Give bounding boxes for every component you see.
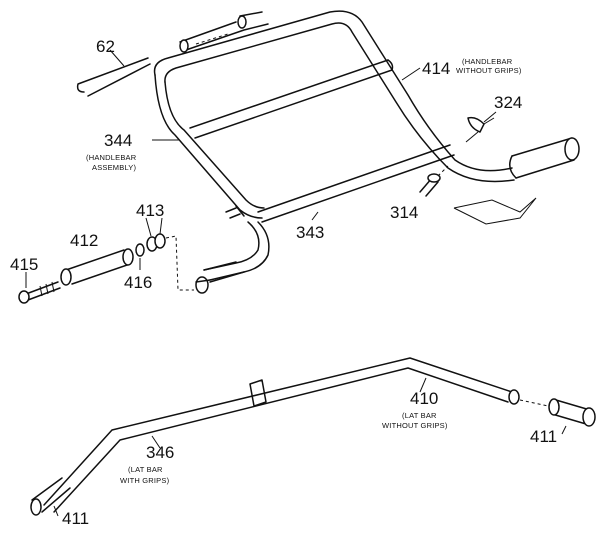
handlebar-tube-inner: [164, 22, 515, 183]
label-410: 410: [410, 389, 438, 408]
lower-crossbar-343: [257, 144, 455, 223]
lat-bar-clamp: [249, 379, 267, 407]
grip-412-end: [122, 248, 134, 266]
label-410-caption-2: WITHOUT GRIPS): [382, 421, 448, 430]
right-grip-414: [511, 137, 575, 179]
floor-sketch: [453, 197, 537, 225]
handlebar-left-leg: [154, 74, 263, 219]
lat-bar-left-grip-end: [30, 498, 42, 516]
label-346-caption-1: (LAT BAR: [128, 465, 163, 474]
label-413: 413: [136, 201, 164, 220]
label-346-caption-2: WITH GRIPS): [120, 476, 170, 485]
label-411-right: 411: [530, 427, 557, 446]
label-414-caption-2: WITHOUT GRIPS): [456, 66, 522, 75]
label-414: 414: [422, 59, 450, 78]
knob-324: [467, 116, 485, 133]
left-leg-hardware: [225, 205, 245, 219]
pin-62: [76, 57, 151, 97]
label-416: 416: [124, 273, 152, 292]
label-410-caption-1: (LAT BAR: [402, 411, 437, 420]
spacer-413-b: [154, 233, 166, 249]
right-grip-414-end: [564, 137, 580, 161]
lat-bar-tube: [43, 357, 513, 513]
crossbar-end-cap: [387, 59, 394, 71]
label-344: 344: [104, 131, 132, 150]
front-drop-tube: [203, 221, 270, 281]
label-324: 324: [494, 93, 522, 112]
bolt-415: [25, 281, 61, 301]
label-411-left: 411: [62, 509, 89, 528]
label-314: 314: [390, 203, 418, 222]
label-415: 415: [10, 255, 38, 274]
label-344-caption-1: (HANDLEBAR: [86, 153, 137, 162]
handlebar-assembly: [18, 10, 580, 304]
front-grip-end: [195, 276, 209, 294]
handlebar-upper-crossbar: [189, 59, 393, 139]
lat-bar-assembly: [30, 357, 596, 517]
grip-411-right: [551, 399, 591, 425]
lat-bar-left-grip: [31, 477, 71, 513]
pivot-tubes: [179, 11, 269, 51]
part-labels: 62 414 (HANDLEBAR WITHOUT GRIPS) 324 344…: [10, 37, 557, 528]
label-412: 412: [70, 231, 98, 250]
label-343: 343: [296, 223, 324, 242]
label-344-caption-2: ASSEMBLY): [92, 163, 136, 172]
knob-324-leader: [483, 111, 497, 123]
label-346: 346: [146, 443, 174, 462]
handlebar-tube-outer: [153, 10, 513, 172]
front-grip: [203, 261, 245, 283]
grip-412: [65, 249, 131, 285]
label-62: 62: [96, 37, 115, 56]
washer-416: [135, 243, 145, 257]
handlebar-left-leg-inner: [164, 81, 265, 209]
label-414-caption-1: (HANDLEBAR: [462, 57, 513, 66]
grip-411-right-end: [582, 407, 596, 427]
pin-62-leader: [109, 49, 125, 67]
